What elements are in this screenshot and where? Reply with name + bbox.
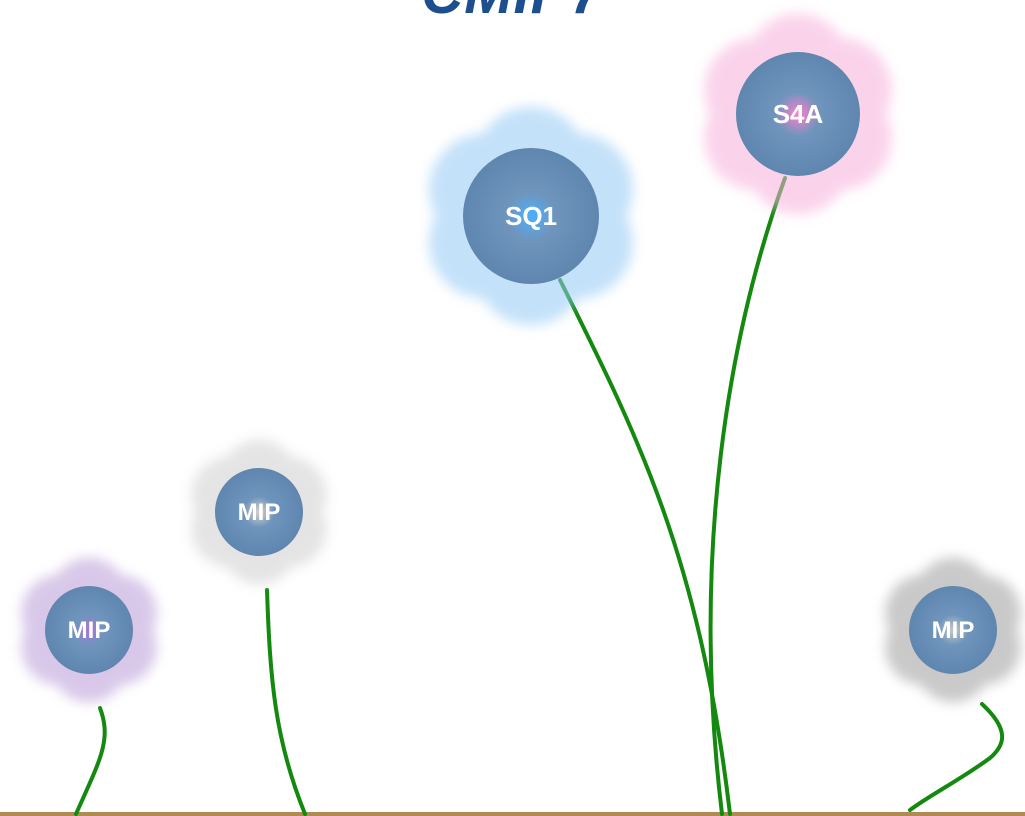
flower-label: MIP	[238, 499, 281, 526]
flower-core	[736, 52, 860, 176]
blooms: MIP MIP SQ1 S4A MIP	[21, 13, 1021, 703]
flower-label: MIP	[68, 617, 111, 644]
stems	[74, 176, 1005, 816]
flower-label: SQ1	[505, 201, 557, 231]
flower-stem	[908, 702, 1005, 812]
flower-label: MIP	[932, 617, 975, 644]
diagram-title: CMIP7	[0, 0, 1025, 27]
flower-5: MIP	[885, 557, 1021, 703]
flower-core	[463, 148, 599, 284]
flower-core	[45, 586, 133, 674]
flower-stem	[74, 706, 107, 816]
flower-2: MIP	[191, 439, 327, 585]
flower-4: S4A	[704, 13, 892, 215]
flower-core	[215, 468, 303, 556]
flower-3: SQ1	[429, 106, 633, 326]
flower-stem	[558, 278, 732, 816]
flower-core	[909, 586, 997, 674]
flower-stem	[265, 588, 307, 816]
flower-stem	[708, 176, 787, 816]
flower-label: S4A	[773, 99, 824, 129]
flower-1: MIP	[21, 557, 157, 703]
